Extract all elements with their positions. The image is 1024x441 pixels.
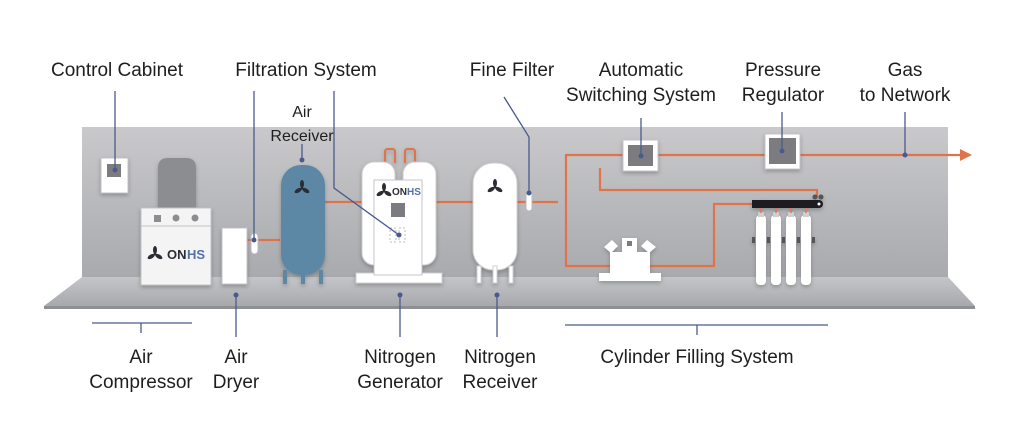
pipe-booster-to-manifold	[650, 202, 752, 268]
floor-edge	[44, 306, 975, 309]
flow-arrow-icon	[960, 149, 972, 161]
label-filtration-system: Filtration System	[235, 60, 377, 81]
pipe-to-booster	[564, 202, 610, 268]
air-receiver-tank	[281, 165, 325, 284]
label-air-receiver: Air Receiver	[270, 104, 334, 145]
air-compressor-unit: ON HS	[140, 158, 212, 286]
cylinder-bank	[752, 194, 824, 285]
pipe-switching-to-manifold	[598, 168, 819, 197]
svg-text:ON: ON	[167, 247, 187, 262]
svg-text:ON: ON	[392, 187, 407, 198]
label-pressure-regulator: Pressure Regulator	[741, 60, 825, 106]
label-fine-filter: Fine Filter	[469, 60, 555, 81]
nitrogen-receiver-tank	[472, 162, 518, 284]
pipe-main-to-network	[564, 153, 960, 202]
label-gas-to-network: Gas to Network	[859, 60, 951, 106]
label-air-dryer: Air Dryer	[212, 347, 260, 393]
label-automatic-switching-system: Automatic Switching System	[566, 60, 716, 106]
leader-fine-filter	[503, 96, 530, 193]
label-cylinder-filling-system: Cylinder Filling System	[600, 347, 794, 368]
floor-platform	[44, 277, 975, 306]
leader-dots	[112, 148, 908, 298]
label-control-cabinet: Control Cabinet	[50, 60, 184, 81]
air-dryer-unit	[221, 227, 248, 285]
leader-filtration-system	[333, 91, 400, 236]
label-nitrogen-generator: Nitrogen Generator	[357, 347, 443, 393]
svg-text:HS: HS	[407, 187, 421, 198]
label-air-compressor: Air Compressor	[89, 347, 193, 393]
label-nitrogen-receiver: Nitrogen Receiver	[462, 347, 538, 393]
booster-compressor-unit	[599, 238, 661, 281]
nitrogen-generator-unit: ON HS	[355, 148, 443, 284]
svg-text:HS: HS	[187, 247, 205, 262]
leader-lines	[92, 91, 906, 337]
